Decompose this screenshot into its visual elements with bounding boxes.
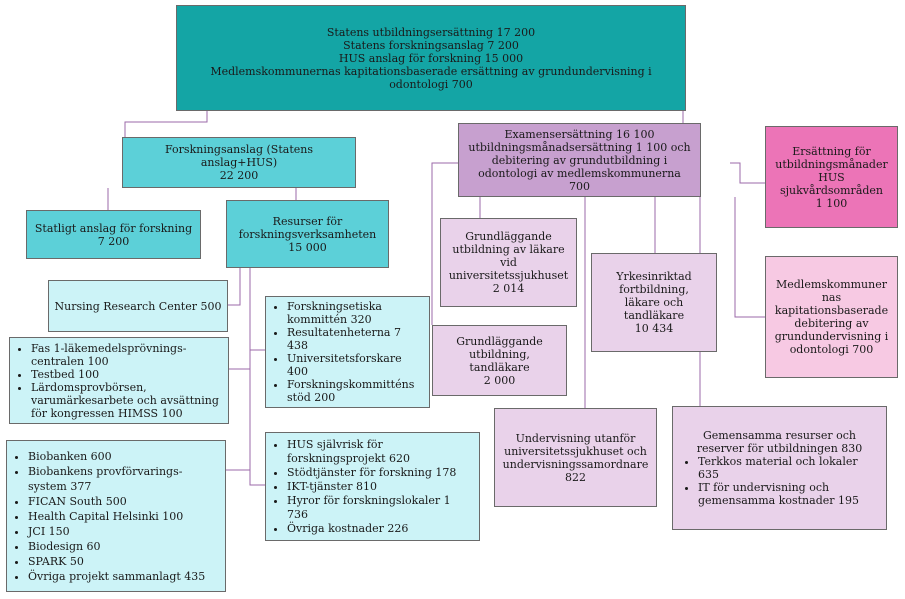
common-resources-box: Gemensamma resurser och reserver för utb… — [672, 406, 887, 530]
nursing-research-box: Nursing Research Center 500 — [48, 280, 228, 332]
ethics-item: Universitetsforskare 400 — [287, 352, 425, 378]
hus-costs-item: HUS självrisk för forskningsprojekt 620 — [287, 438, 475, 466]
phase1-item: Lärdomsprovbörsen, varumärkesarbete och … — [31, 381, 224, 420]
specialist-training-amount: 10 434 — [634, 322, 674, 335]
research-resources-box: Resurser för forskningsverksamheten 15 0… — [226, 200, 389, 268]
state-research-title: Statligt anslag för forskning — [34, 221, 193, 235]
nursing-research-label: Nursing Research Center 500 — [54, 299, 222, 313]
doctors-education-box: Grundläggande utbildning av läkare vid u… — [440, 218, 577, 307]
exam-compensation-detail: utbildningsmånadsersättning 1 100 och de… — [468, 140, 691, 193]
exam-compensation-box: Examensersättning 16 100 utbildningsmåna… — [458, 123, 701, 197]
biobank-item: JCI 150 — [28, 524, 221, 539]
month-compensation-amount: 1 100 — [815, 196, 848, 210]
biobank-item: Health Capital Helsinki 100 — [28, 509, 221, 524]
state-education-compensation: Statens utbildningsersättning 17 200 — [326, 25, 536, 39]
municipal-dental-compensation: Medlemskommunernas kapitationsbaserade e… — [210, 64, 652, 91]
common-resources-item: Terkkos material och lokaler 635 — [698, 455, 878, 481]
dentists-education-amount: 2 000 — [483, 373, 516, 387]
biobank-item: FICAN South 500 — [28, 494, 221, 509]
hus-research-grant: HUS anslag för forskning 15 000 — [338, 51, 524, 65]
doctors-education-amount: 2 014 — [492, 282, 525, 295]
ethics-item: Resultatenheterna 7 438 — [287, 326, 425, 352]
specialist-training-box: Yrkesinriktad fortbildning, läkare och t… — [591, 253, 717, 352]
hus-costs-list: HUS självrisk för forskningsprojekt 620 … — [270, 438, 475, 536]
phase1-item: Testbed 100 — [31, 368, 224, 381]
phase1-box: Fas 1-läkemedelsprövnings-centralen 100 … — [9, 337, 229, 424]
research-grant-title: Forskningsanslag (Statens anslag+HUS) — [165, 143, 313, 169]
specialist-training-title: Yrkesinriktad fortbildning, läkare och t… — [616, 270, 692, 322]
research-grant-box: Forskningsanslag (Statens anslag+HUS) 22… — [122, 137, 356, 188]
hus-costs-item: Stödtjänster för forskning 178 — [287, 466, 475, 480]
dentists-education-title: Grundläggande utbildning, tandläkare — [456, 334, 543, 374]
exam-compensation-title: Examensersättning 16 100 — [504, 127, 655, 141]
state-research-amount: 7 200 — [97, 234, 130, 248]
connector-top-research — [124, 111, 208, 137]
municipal-billing-box: Medlemskommunernas kapitationsbaserade d… — [765, 256, 898, 378]
doctors-education-title: Grundläggande utbildning av läkare vid u… — [448, 230, 569, 282]
ethics-list: Forskningsetiska kommittén 320 Resultate… — [270, 300, 425, 404]
connector-exam-month — [730, 162, 765, 184]
biobank-item: SPARK 50 — [28, 554, 221, 569]
hus-costs-box: HUS självrisk för forskningsprojekt 620 … — [265, 432, 480, 541]
ethics-box: Forskningsetiska kommittén 320 Resultate… — [265, 296, 430, 408]
biobank-item: Övriga projekt sammanlagt 435 — [28, 569, 221, 584]
ethics-item: Forskningsetiska kommittén 320 — [287, 300, 425, 326]
month-compensation-title: Ersättning för utbildningsmånader HUS sj… — [775, 144, 888, 197]
outside-teaching-amount: 822 — [565, 470, 586, 484]
common-resources-list: Terkkos material och lokaler 635 IT för … — [681, 455, 878, 507]
common-resources-title: Gemensamma resurser och reserver för utb… — [696, 429, 863, 455]
outside-teaching-box: Undervisning utanför universitetssjukhus… — [494, 408, 657, 507]
research-resources-amount: 15 000 — [288, 240, 327, 254]
dentists-education-box: Grundläggande utbildning, tandläkare 2 0… — [432, 325, 567, 396]
month-compensation-box: Ersättning för utbildningsmånader HUS sj… — [765, 126, 898, 228]
phase1-item: Fas 1-läkemedelsprövnings-centralen 100 — [31, 342, 224, 368]
hus-costs-item: Hyror för forskningslokaler 1 736 — [287, 494, 475, 522]
connector-resources-nursing — [228, 268, 241, 306]
connector-resources-fas1 — [249, 268, 265, 486]
hus-costs-item: IKT-tjänster 810 — [287, 480, 475, 494]
biobank-box: Biobanken 600 Biobankens provförvarings-… — [6, 440, 226, 592]
common-resources-item: IT för undervisning och gemensamma kostn… — [698, 481, 878, 507]
ethics-item: Forskningskommitténs stöd 200 — [287, 378, 425, 404]
state-research-box: Statligt anslag för forskning 7 200 — [26, 210, 201, 259]
biobank-item: Biobankens provförvarings-system 377 — [28, 464, 221, 494]
biobank-list: Biobanken 600 Biobankens provförvarings-… — [11, 449, 221, 584]
connector-exam-municipal — [734, 197, 765, 318]
research-resources-title: Resurser för forskningsverksamheten — [238, 214, 377, 241]
municipal-billing-text: Medlemskommunernas kapitationsbaserade d… — [774, 278, 889, 356]
hus-costs-item: Övriga kostnader 226 — [287, 522, 475, 536]
state-research-grant: Statens forskningsanslag 7 200 — [343, 38, 519, 52]
biobank-item: Biodesign 60 — [28, 539, 221, 554]
research-grant-amount: 22 200 — [219, 169, 259, 182]
biobank-item: Biobanken 600 — [28, 449, 221, 464]
connector-exam-left — [431, 162, 458, 325]
phase1-list: Fas 1-läkemedelsprövnings-centralen 100 … — [14, 342, 224, 420]
outside-teaching-title: Undervisning utanför universitetssjukhus… — [502, 431, 649, 471]
total-funding-box: Statens utbildningsersättning 17 200 Sta… — [176, 5, 686, 111]
